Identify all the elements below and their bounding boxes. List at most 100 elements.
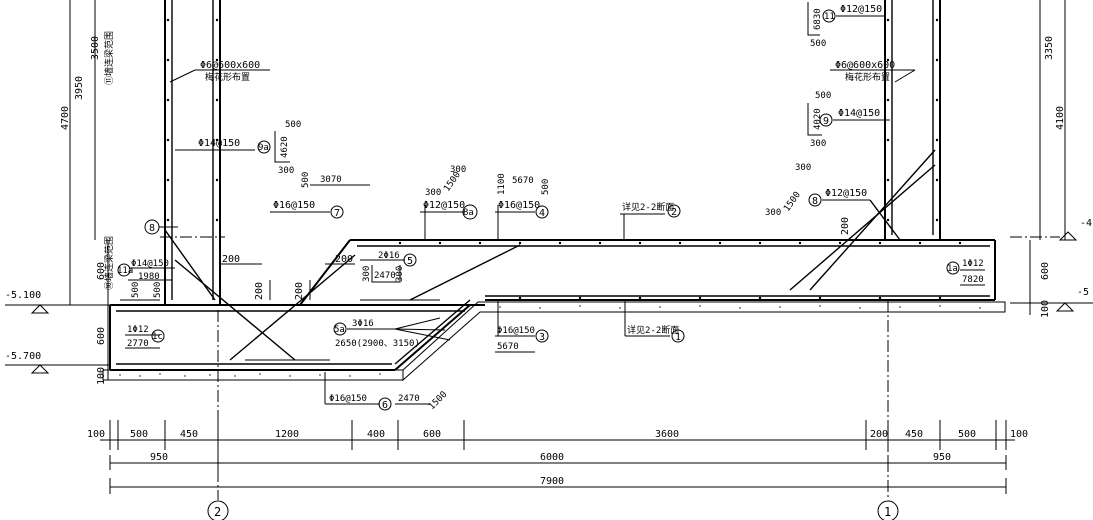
elevation-left-top: -5.100 [5,290,110,314]
callout-id: 8 [149,223,155,234]
axis-bubble-1: 1 [877,500,899,520]
dim-row-3: 7900 [109,476,1007,494]
callout-label: Φ16@150 [329,394,367,404]
callout-id: 11 [824,12,835,22]
dim-text: 4100 [1055,106,1066,130]
dim-text: 3500 [90,36,101,60]
callout-7: Φ16@150 7 500 3070 [270,172,370,219]
callout-label: Φ16@150 [497,326,535,336]
callout-5a: 5a 3Φ16 2650(2900、3150) [333,317,451,349]
callout-tail: 300 [810,139,826,149]
callout-1: 详见2-2断面 1 [624,300,685,343]
callout-label: 详见2-2断面 [627,324,679,336]
callout-label: Φ12@150 [840,4,882,15]
dim-text: 3950 [74,76,85,100]
callout-tail: 300 [278,166,294,176]
axis-label: 1 [884,505,891,519]
dim-text: 950 [150,452,168,463]
dim-text: 200 [254,282,265,300]
dim-text: 3350 [1044,36,1055,60]
callout-tail: 300 [425,188,441,198]
dim-row-1: 100 500 450 1200 400 600 3600 200 450 50… [87,420,1028,450]
callout-tail: 300 [395,266,405,282]
callout-id: 4 [539,208,545,219]
dim-text: 200 [840,217,851,235]
dim-text: 6000 [540,452,564,463]
callout-hook: 500 [815,91,831,101]
wall-note: ⑩墙连梁范围 [103,236,115,290]
dim-text: 600 [1040,262,1051,280]
callout-len: 1980 [138,272,160,282]
callout-5: 2Φ16 5 2470 300 300 [360,251,417,283]
callout-3: Φ16@150 3 5670 [495,300,549,353]
callout-len: 5670 [512,176,534,186]
callout-hook: 500 [131,282,141,298]
callout-id: 6 [382,400,388,411]
axis-lines [160,236,1060,500]
elevation-right-top: -5 [1010,287,1093,312]
callout-hook: 6830 [813,8,823,30]
callout-label: Φ12@150 [825,188,867,199]
axis-bubble-2: 2 [207,500,229,520]
dim-text: 950 [933,452,951,463]
callout-label: Φ14@150 [838,108,880,119]
dim-text: 500 [958,429,976,440]
wall-note: ⑪墙连梁范围 [103,31,115,85]
callout-label: Φ14@150 [198,138,240,149]
callout-label: Φ14@150 [131,259,169,269]
callout-id: 2 [671,207,677,218]
callout-id: 7 [334,208,340,219]
callout-6: Φ16@150 6 2470 1500 [324,372,449,412]
elevation-label: -5.100 [5,290,41,301]
callout-id: 5 [407,256,413,267]
callout-1a: 1a 1Φ12 7820 [946,259,985,286]
dim-text: 100 [87,429,105,440]
elevation-left-bottom: -5.700 [5,351,110,374]
dim-text: 1200 [275,429,299,440]
callout-tail: 500 [810,39,826,49]
dim-row-2: 950 6000 950 [109,452,1007,470]
blinding-texture [119,305,981,377]
callout-len: 2470 [374,271,396,281]
callout-id: 5a [334,325,345,335]
concrete-outline [102,0,1006,382]
dim-text: 100 [1040,300,1051,318]
callout-id: 8a [463,208,474,218]
left-vertical-dims: 4700 3950 3500 600 600 100 ⑪墙连梁范围 ⑩墙连梁范围 [60,0,115,385]
callout-label: 1Φ12 [962,259,984,269]
callout-len: 7820 [962,275,984,285]
dim-text: 200 [294,282,305,300]
callout-len: 4620 [280,136,290,158]
callout-len: 2770 [127,339,149,349]
tie-bar-note-right: Φ6@600x600 梅花形布置 [830,60,916,83]
callout-label: Φ16@150 [498,200,540,211]
callout-len: 2650(2900、3150) [335,339,420,349]
callout-id: 1 [675,332,681,343]
callout-len: 4020 [813,108,823,130]
elevation-label: -5.700 [5,351,41,362]
callout-label: 3Φ16 [352,319,374,329]
callout-9: 9 Φ14@150 500 4020 300 [807,91,890,149]
dim-text: 450 [905,429,923,440]
callout-8a: Φ12@150 8a 300 1500 300 [420,165,478,240]
callout-4: Φ16@150 4 1100 5670 500 [495,173,551,240]
callout-hook: 1500 [427,390,449,412]
callout-hook: 300 [450,165,466,175]
callout-id: 11a [117,266,133,276]
dim-text: 100 [1010,429,1028,440]
dim-text: 200 [335,254,353,265]
small-dims: 200 200 200 200 200 [220,217,851,300]
callout-hook: 300 [362,266,372,282]
callout-len: 2470 [398,394,420,404]
callout-label: 1Φ12 [127,325,149,335]
dim-text: 450 [180,429,198,440]
dim-text: 600 [96,327,107,345]
axis-label: 2 [214,505,221,519]
tie-spec: Φ6@600x600 [200,60,260,71]
tie-note: 梅花形布置 [845,71,890,83]
elevation-right-mid: -4 [1058,218,1092,241]
callout-id: 8 [812,196,818,207]
dim-text: 200 [870,429,888,440]
callout-label: Φ16@150 [273,200,315,211]
callout-id: 1c [152,332,163,342]
